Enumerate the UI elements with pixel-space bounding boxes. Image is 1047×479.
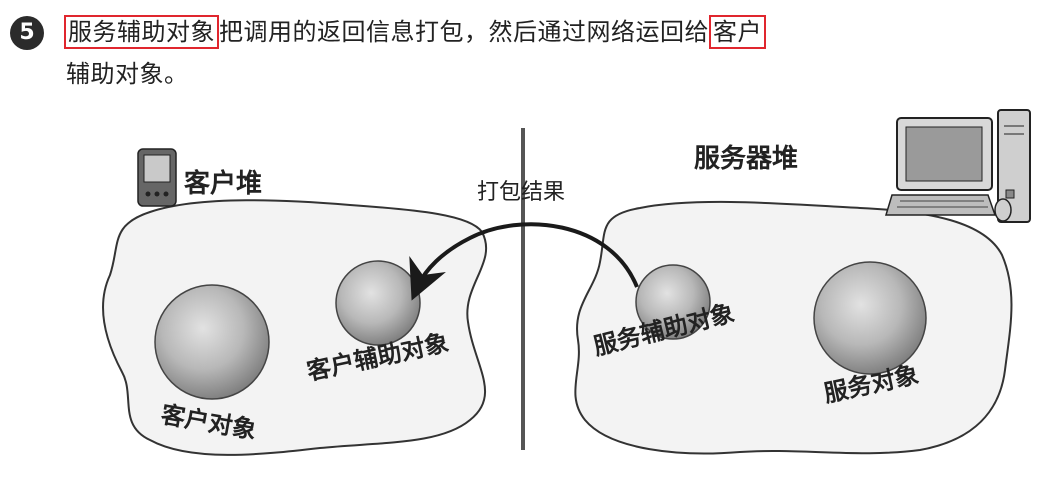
client-object [154, 284, 270, 400]
highlight-client: 客户 [709, 15, 766, 49]
desktop-computer-icon [884, 109, 1031, 223]
step-number-badge: 5 [10, 16, 44, 50]
step-text-line1: 服务辅助对象把调用的返回信息打包，然后通过网络运回给客户 [64, 14, 766, 50]
server-helper-object [635, 264, 711, 340]
pda-icon [137, 148, 177, 207]
step-text-middle: 把调用的返回信息打包，然后通过网络运回给 [219, 18, 709, 46]
highlight-server-helper: 服务辅助对象 [64, 15, 219, 49]
server-heap-label: 服务器堆 [694, 144, 798, 174]
arrow-label: 打包结果 [477, 180, 565, 205]
step-description: 5 服务辅助对象把调用的返回信息打包，然后通过网络运回给客户 辅助对象。 [10, 6, 1040, 96]
service-object [813, 261, 927, 375]
client-heap-label: 客户堆 [184, 168, 262, 199]
return-arrow [409, 222, 639, 301]
step-text-line2: 辅助对象。 [66, 60, 189, 88]
client-helper-object [335, 260, 421, 346]
